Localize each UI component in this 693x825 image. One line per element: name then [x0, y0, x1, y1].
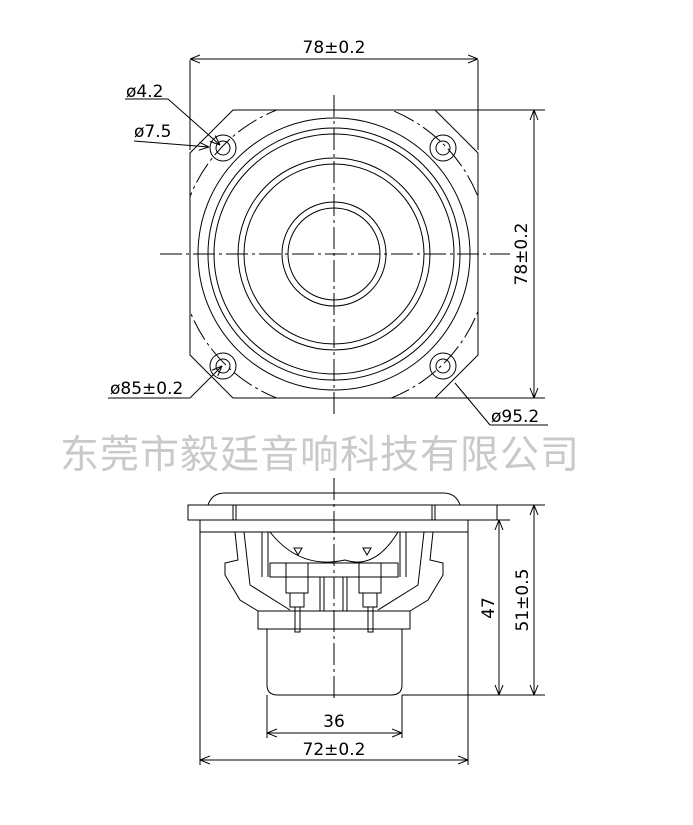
basket-frame	[224, 531, 444, 612]
mount-circle-dia-label: ø85±0.2	[110, 379, 183, 399]
mount-holes	[209, 134, 457, 380]
side-view: 36 72±0.2 47 51±0.5	[187, 478, 545, 765]
basket-dia-dimension: 72±0.2	[303, 740, 366, 760]
terminals	[285, 547, 382, 633]
front-flange	[187, 504, 498, 521]
company-watermark: 东莞市毅廷音响科技有限公司	[60, 433, 580, 478]
height-dimension: 78±0.2	[512, 223, 532, 286]
magnet-dia-dimension: 36	[323, 712, 345, 732]
hole-inner-dia-label: ø4.2	[126, 82, 163, 102]
outer-dia-label: ø95.2	[491, 407, 539, 427]
hole-outer-dia-label: ø7.5	[134, 122, 171, 142]
width-dimension: 78±0.2	[303, 38, 366, 58]
depth-dimension: 47	[479, 597, 499, 619]
total-depth-dimension: 51±0.5	[513, 569, 533, 632]
front-view: 78±0.2 78±0.2 ø4.2 ø7.5 ø85±0.2 ø95.2	[108, 38, 548, 427]
